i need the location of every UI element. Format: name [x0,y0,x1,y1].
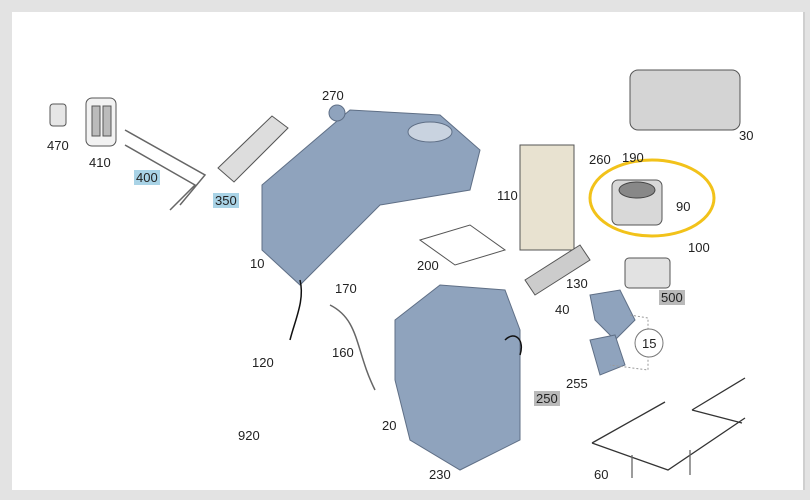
callout-15: 15 [642,336,657,351]
callout-200: 200 [417,258,439,273]
callout-470: 470 [47,138,69,153]
callout-130: 130 [566,276,588,291]
part-110-filter [519,144,575,251]
callout-170: 170 [335,281,357,296]
callout-15-circle [634,328,664,358]
callout-30: 30 [739,128,754,143]
part-60-mat [591,377,746,478]
part-20-housing [394,284,521,471]
part-500 [624,257,671,289]
callout-190: 190 [622,150,644,165]
part-10-housing [261,109,481,286]
callout-60: 60 [594,467,609,482]
part-15-flap [589,289,636,341]
part-130 [524,244,591,296]
callout-230: 230 [429,467,451,482]
part-160-hose [329,304,376,391]
callout-400: 400 [134,170,160,185]
callout-100: 100 [688,240,710,255]
callout-500: 500 [659,290,685,305]
part-200-gasket [418,224,507,266]
callout-250: 250 [534,391,560,406]
yellow-highlight-circle [588,158,716,238]
callout-410: 410 [89,155,111,170]
callout-40: 40 [555,302,570,317]
part-30-module [629,69,741,131]
callout-920: 920 [238,428,260,443]
part-400-pipes [124,129,207,211]
callout-90: 90 [676,199,691,214]
callout-120: 120 [252,355,274,370]
callout-10: 10 [250,256,265,271]
callout-350: 350 [213,193,239,208]
part-90-blower [611,179,663,226]
callout-270: 270 [322,88,344,103]
callout-260: 260 [589,152,611,167]
callout-255: 255 [566,376,588,391]
part-470 [49,103,67,127]
part-350-heater-core [217,115,289,183]
part-270 [328,104,346,122]
callout-20: 20 [382,418,397,433]
callout-160: 160 [332,345,354,360]
callout-110: 110 [497,188,518,203]
